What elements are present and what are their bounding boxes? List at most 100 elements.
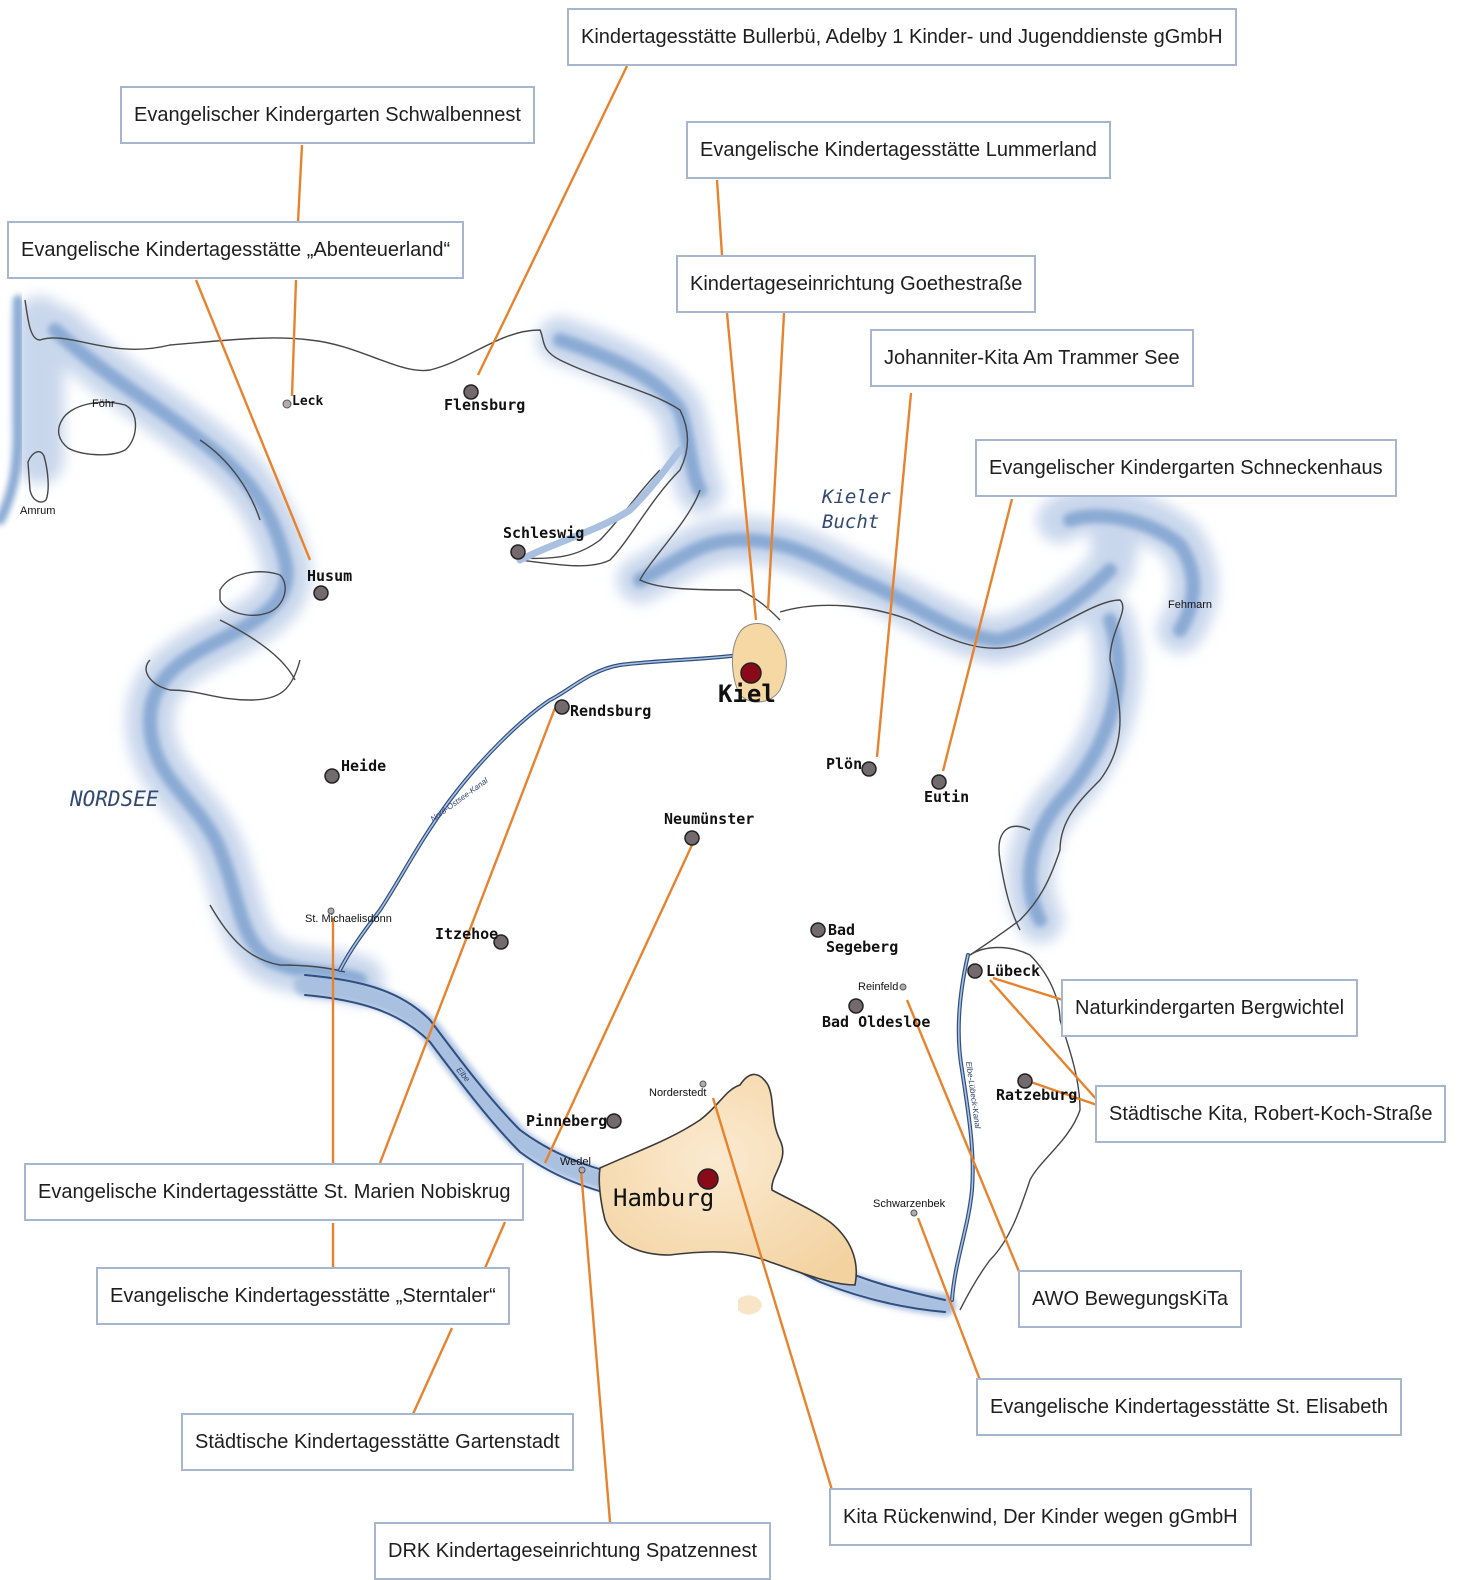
leader-spatzennest: [579, 1169, 612, 1523]
city-label-flensburg: Flensburg: [444, 396, 525, 414]
leader-bergwichtel: [992, 976, 1064, 1002]
label-box-st-elisabeth: Evangelische Kindertagesstätte St. Elisa…: [976, 1378, 1403, 1436]
city-label-kiel: Kiel: [718, 680, 776, 708]
leader-schneckenhaus: [941, 498, 1014, 772]
label-box-robert-koch: Städtische Kita, Robert-Koch-Straße: [1095, 1085, 1447, 1143]
city-dot-kiel: [740, 662, 762, 684]
city-label-reinfeld: Reinfeld: [858, 981, 898, 993]
city-dot-rendsburg: [554, 699, 570, 715]
city-label-ratzeburg: Ratzeburg: [996, 1086, 1077, 1104]
city-label-luebeck: Lübeck: [986, 962, 1040, 980]
city-label-ploen: Plön: [826, 755, 862, 773]
city-dot-flensburg: [463, 384, 479, 400]
city-dot-leck: [282, 399, 292, 409]
city-dot-st-michaelisdonn: [327, 907, 335, 915]
label-text-robert-koch: Städtische Kita, Robert-Koch-Straße: [1109, 1102, 1433, 1125]
amrum-island: [27, 451, 49, 503]
paint-spot: [738, 1295, 762, 1315]
city-dot-pinneberg: [606, 1113, 622, 1129]
city-label-st-michaelisdonn: St. Michaelisdonn: [305, 913, 392, 925]
city-dot-eutin: [931, 774, 947, 790]
city-label-norderstedt: Norderstedt: [649, 1087, 706, 1099]
leader-st-elisabeth: [916, 1217, 982, 1381]
leader-neumuenster-a: [483, 1221, 507, 1269]
label-text-st-elisabeth: Evangelische Kindertagesstätte St. Elisa…: [990, 1395, 1389, 1418]
city-label-eutin: Eutin: [924, 788, 969, 806]
islands: Föhr Amrum: [20, 398, 286, 616]
leader-bullerbue: [476, 65, 629, 376]
leader-abenteuerland: [194, 279, 312, 561]
city-dot-bad-segeberg: [810, 922, 826, 938]
label-box-bullerbue: Kindertagesstätte Bullerbü, Adelby 1 Kin…: [567, 8, 1237, 66]
label-text-bergwichtel: Naturkindergarten Bergwichtel: [1075, 996, 1345, 1019]
cities: Leck Flensburg Schleswig Husum Rendsburg…: [282, 384, 1077, 1217]
city-dot-heide: [324, 768, 340, 784]
label-box-goethestrasse: Kindertageseinrichtung Goethestraße: [676, 255, 1037, 313]
label-text-abenteuerland: Evangelische Kindertagesstätte „Abenteue…: [21, 238, 451, 261]
pellworm-island: [219, 571, 286, 616]
label-text-rueckenwind: Kita Rückenwind, Der Kinder wegen gGmbH: [843, 1505, 1238, 1528]
water-label-kieler-line1: Kieler: [821, 486, 891, 508]
island-label-amrum: Amrum: [20, 505, 55, 517]
label-box-gartenstadt: Städtische Kindertagesstätte Gartenstadt: [181, 1413, 574, 1471]
label-box-awo: AWO BewegungsKiTa: [1018, 1270, 1243, 1328]
city-label-pinneberg: Pinneberg: [526, 1112, 607, 1130]
leader-trammer: [875, 392, 913, 758]
city-dot-ploen: [861, 761, 877, 777]
label-box-rueckenwind: Kita Rückenwind, Der Kinder wegen gGmbH: [829, 1488, 1252, 1546]
city-label-schleswig: Schleswig: [503, 524, 584, 542]
label-box-trammer-see: Johanniter-Kita Am Trammer See: [870, 329, 1194, 387]
label-box-abenteuerland: Evangelische Kindertagesstätte „Abenteue…: [7, 221, 465, 279]
city-label-neumuenster: Neumünster: [664, 810, 754, 828]
leader-robert-koch-b: [1024, 1078, 1098, 1107]
label-text-awo: AWO BewegungsKiTa: [1032, 1287, 1229, 1310]
leader-rueckenwind: [711, 1097, 834, 1491]
leader-awo: [905, 999, 1022, 1275]
label-box-schwalbennest: Evangelischer Kindergarten Schwalbennest: [120, 86, 535, 144]
leader-st-marien: [378, 707, 557, 1164]
label-box-sterntaler: Evangelische Kindertagesstätte „Sterntal…: [96, 1267, 510, 1325]
city-dot-wedel: [578, 1166, 586, 1174]
city-dot-husum: [313, 585, 329, 601]
leader-goethe-a: [725, 312, 758, 621]
city-label-wedel: Wedel: [560, 1156, 591, 1168]
label-text-lummerland: Evangelische Kindertagesstätte Lummerlan…: [700, 138, 1097, 161]
label-text-sterntaler: Evangelische Kindertagesstätte „Sterntal…: [110, 1284, 496, 1307]
island-label-foehr: Föhr: [92, 398, 115, 410]
elbe-luebeck-kanal: Elbe-Lübeck-Kanal: [950, 953, 982, 1302]
label-text-goethestrasse: Kindertageseinrichtung Goethestraße: [690, 272, 1023, 295]
foehr-island: [57, 401, 137, 456]
label-box-lummerland: Evangelische Kindertagesstätte Lummerlan…: [686, 121, 1111, 179]
city-label-itzehoe: Itzehoe: [435, 925, 498, 943]
city-label-hamburg: Hamburg: [613, 1184, 714, 1212]
leader-lines: [194, 65, 1098, 1523]
city-label-husum: Husum: [307, 567, 352, 585]
label-text-trammer-see: Johanniter-Kita Am Trammer See: [884, 346, 1180, 369]
label-text-gartenstadt: Städtische Kindertagesstätte Gartenstadt: [195, 1430, 560, 1453]
leader-neumuenster-b: [543, 844, 694, 1164]
city-label-bad-oldesloe: Bad Oldesloe: [822, 1013, 930, 1031]
baltic-sea-water: [537, 317, 1218, 943]
canal-label-nok: Nord-Ostsee-Kanal: [429, 776, 490, 824]
city-label-bad-segeberg-2: Segeberg: [826, 938, 898, 956]
water-label-kieler-line2: Bucht: [822, 511, 879, 533]
schlei-inlet: [516, 446, 684, 564]
city-label-heide: Heide: [341, 757, 386, 775]
city-dot-bad-oldesloe: [848, 998, 864, 1014]
city-dot-itzehoe: [493, 934, 509, 950]
city-dot-ratzeburg: [1017, 1073, 1033, 1089]
leader-gartenstadt: [411, 1327, 454, 1415]
city-label-schwarzenbek: Schwarzenbek: [873, 1198, 946, 1210]
city-dot-reinfeld: [899, 983, 907, 991]
water-label-nordsee: NORDSEE: [69, 787, 159, 811]
label-text-bullerbue: Kindertagesstätte Bullerbü, Adelby 1 Kin…: [581, 25, 1223, 48]
city-dot-neumuenster: [684, 830, 700, 846]
coastline: [24, 299, 1124, 1311]
label-box-bergwichtel: Naturkindergarten Bergwichtel: [1061, 979, 1359, 1037]
city-dot-schleswig: [510, 544, 526, 560]
leader-schwalbennest-b: [290, 279, 298, 397]
leader-goethe-b: [766, 312, 786, 611]
label-box-spatzennest: DRK Kindertageseinrichtung Spatzennest: [374, 1522, 772, 1580]
leader-lummerland: [715, 179, 724, 256]
